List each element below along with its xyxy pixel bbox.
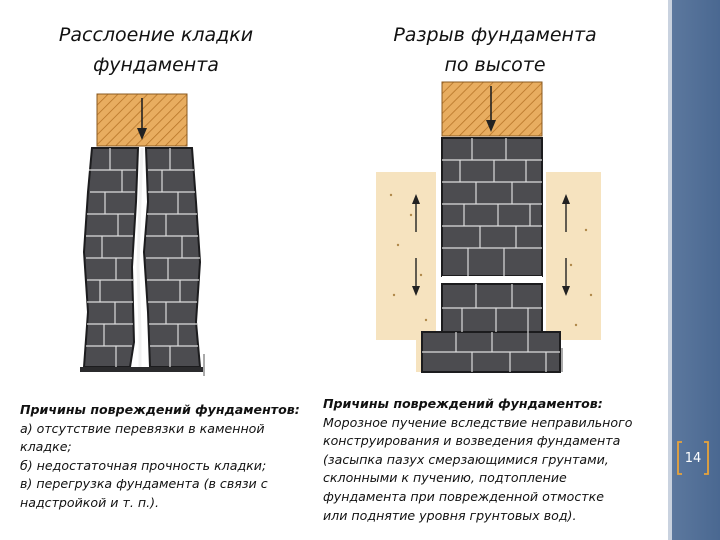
break-gap (442, 276, 542, 284)
stone-joints (422, 138, 560, 372)
slide-sidebar (668, 0, 720, 540)
frost-heave-arrow-right-up (562, 194, 570, 232)
soil (546, 172, 601, 372)
page-number: 14 (684, 450, 702, 466)
footing-base (80, 367, 205, 372)
crack (136, 147, 144, 367)
right-description: Причины повреждений фундаментов: Морозно… (323, 395, 653, 525)
foundation-break-illustration (376, 80, 601, 380)
frost-heave-arrow-left-down (412, 258, 420, 296)
left-description: Причины повреждений фундаментов: а) отсу… (20, 401, 310, 513)
load-arrow (137, 98, 147, 140)
right-description-heading: Причины повреждений фундаментов: (323, 396, 603, 411)
frost-heave-arrow-left-up (412, 194, 420, 232)
soil (376, 172, 436, 372)
right-title: Разрыв фундамента по высоте (393, 24, 597, 76)
frost-heave-arrow-right-down (562, 258, 570, 296)
left-title: Расслоение кладки фундамента (58, 24, 254, 76)
stone-joints (86, 148, 200, 367)
masonry-delamination-illustration (70, 92, 230, 382)
left-description-heading: Причины повреждений фундаментов: (20, 402, 300, 417)
masonry-upper (441, 137, 543, 277)
page-number-badge: 14 (676, 440, 710, 476)
load-arrow (486, 86, 496, 132)
